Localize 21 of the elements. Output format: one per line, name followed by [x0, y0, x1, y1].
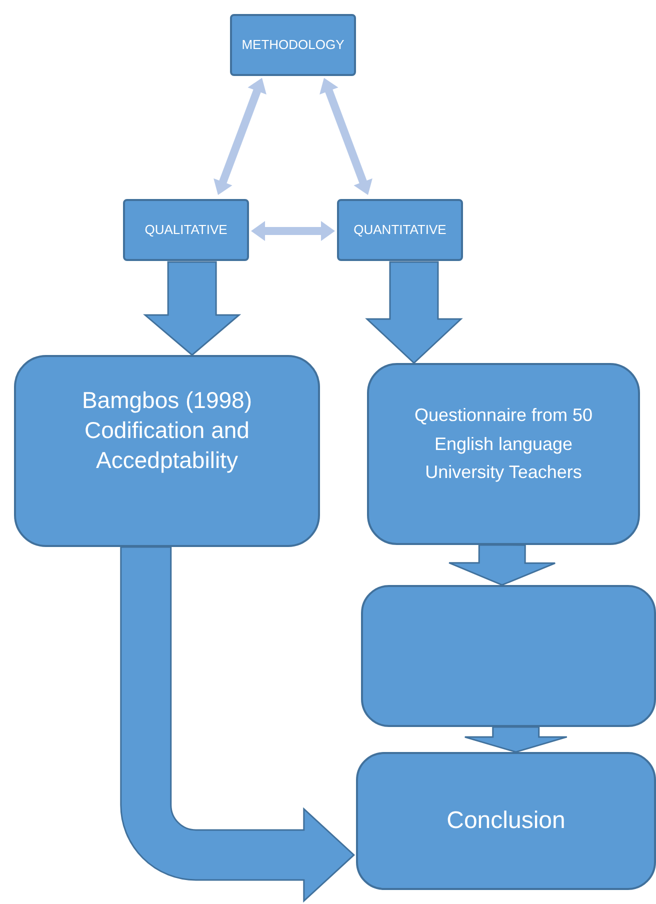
process-box — [337, 199, 463, 261]
block-arrow — [120, 546, 355, 902]
process-box — [14, 355, 320, 547]
process-box — [361, 585, 656, 727]
node-label: Questionnaire from 50 English language University Teachers — [413, 404, 594, 484]
block-arrow — [448, 544, 556, 586]
node-label: QUALITATIVE — [144, 222, 228, 238]
block-arrow — [214, 78, 266, 195]
process-box — [367, 363, 640, 545]
node-label: Bamgbos (1998) Codification and Accedptability — [80, 386, 254, 475]
node-label: Conclusion — [446, 806, 566, 836]
process-box — [123, 199, 249, 261]
process-box — [230, 14, 356, 76]
block-arrow — [365, 261, 463, 364]
node-label: METHODOLOGY — [242, 36, 344, 54]
node-label: QUANTITATIVE — [354, 222, 446, 238]
block-arrow — [143, 261, 242, 356]
process-box — [356, 752, 656, 890]
block-arrow — [320, 78, 372, 195]
block-arrow — [251, 221, 335, 241]
block-arrow — [464, 726, 568, 753]
